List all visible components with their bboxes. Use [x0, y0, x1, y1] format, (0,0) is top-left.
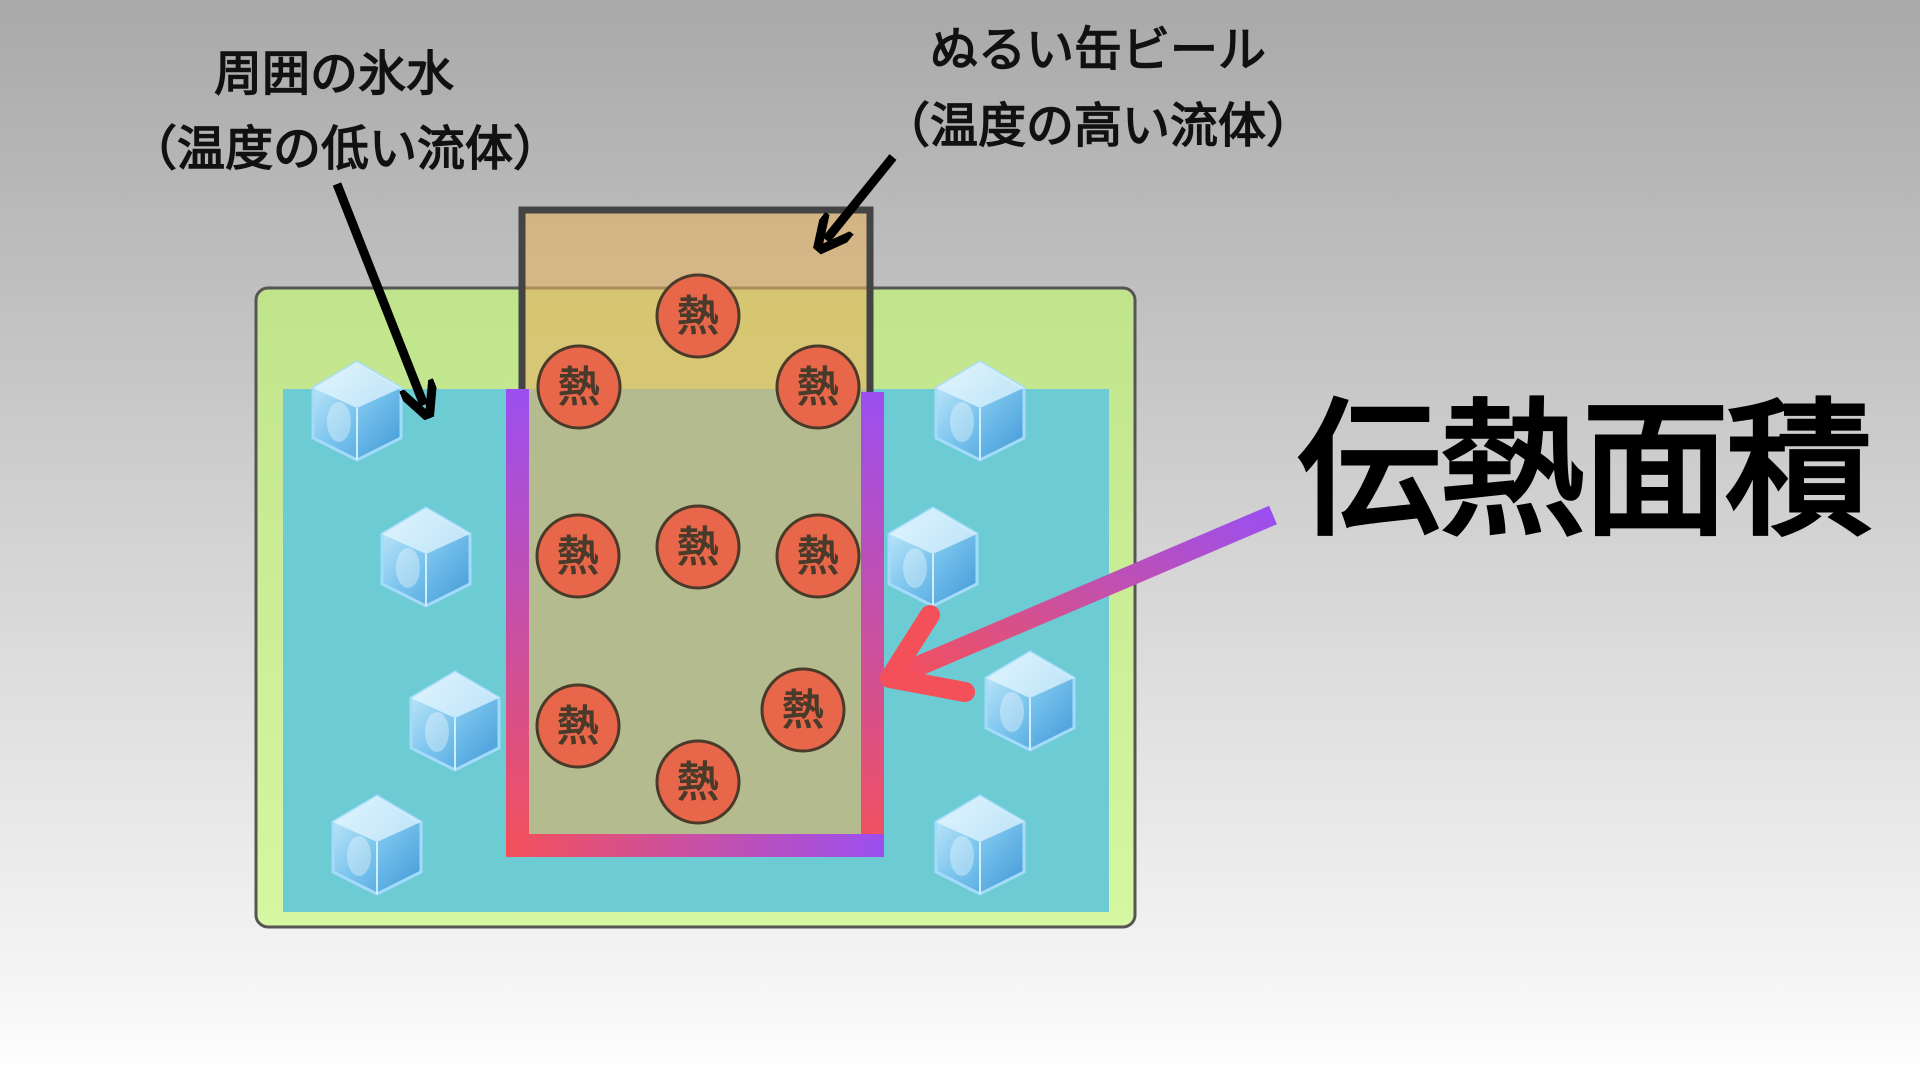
heat-transfer-area-title: 伝熱面積: [1296, 385, 1872, 557]
ice-cube-icon: [934, 794, 1026, 896]
ice-cube-icon: [934, 360, 1026, 462]
heat-particle: 熱: [775, 344, 861, 430]
ice-cube-icon: [984, 650, 1076, 752]
heat-transfer-surface: [506, 389, 884, 857]
heat-particle-label: 熱: [677, 758, 719, 807]
heat-particle-label: 熱: [797, 532, 839, 581]
heat-particle-label: 熱: [797, 363, 839, 412]
heat-particle: 熱: [655, 739, 741, 825]
heat-particle-label: 熱: [677, 292, 719, 341]
heat-particle: 熱: [775, 513, 861, 599]
heat-particle-label: 熱: [558, 363, 600, 412]
heat-particle: 熱: [655, 273, 741, 359]
ice-water-label: 周囲の氷水: [214, 46, 455, 102]
ice-water-sublabel: （温度の低い流体）: [129, 121, 561, 177]
heat-particle-label: 熱: [677, 523, 719, 572]
heat-particle: 熱: [536, 344, 622, 430]
heat-particle: 熱: [535, 683, 621, 769]
heat-particle: 熱: [760, 667, 846, 753]
heat-particle: 熱: [655, 504, 741, 590]
heat-particle-label: 熱: [557, 532, 599, 581]
beer-sublabel: （温度の高い流体）: [882, 98, 1314, 154]
ice-cube-icon: [311, 360, 403, 462]
heat-particle-label: 熱: [557, 702, 599, 751]
beer-label: ぬるい缶ビール: [930, 22, 1266, 78]
ice-cube-icon: [409, 670, 501, 772]
ice-cube-icon: [331, 794, 423, 896]
arrow-to-ice-water: [332, 182, 424, 405]
arrow-to-surface: [880, 505, 1277, 702]
ice-cube-icon: [887, 506, 979, 608]
ice-cube-icon: [380, 506, 472, 608]
heat-particle-label: 熱: [782, 686, 824, 735]
heat-particle: 熱: [535, 513, 621, 599]
arrow-to-beer: [826, 154, 897, 240]
